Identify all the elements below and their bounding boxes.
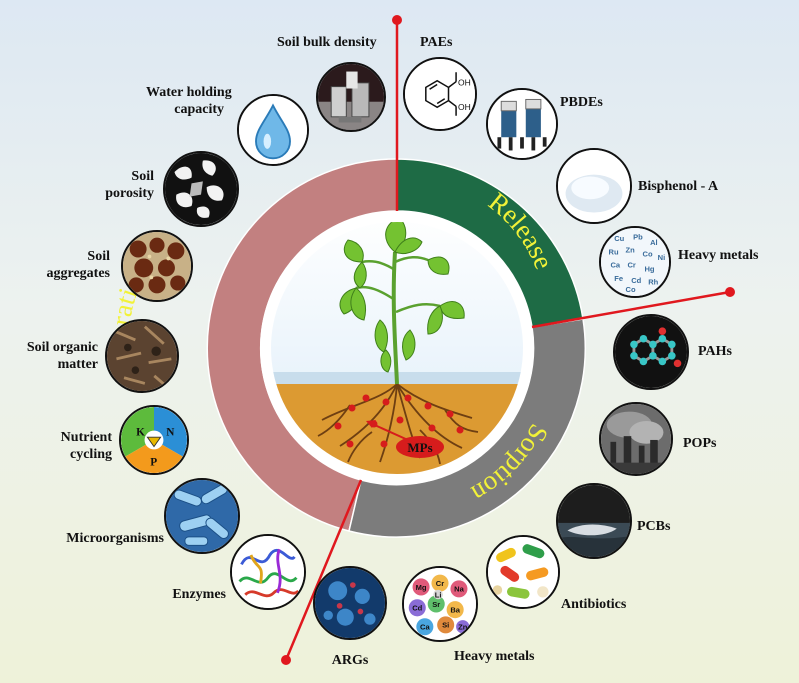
- pops-icon: [599, 402, 673, 476]
- antibiotics-label: Antibiotics: [561, 597, 627, 612]
- pcbs-label: PCBs: [637, 519, 671, 534]
- bisphenol-a-label: Bisphenol - A: [638, 179, 719, 194]
- nutrient-n-letter: N: [166, 426, 175, 438]
- soil-aggregates-label-1: Soil: [87, 249, 110, 264]
- metal-symbol-r10: Hg: [644, 264, 654, 273]
- water-holding-label-2: capacity: [174, 102, 224, 117]
- nutrient-k-letter: K: [136, 426, 145, 438]
- metal-symbol-s3: Na: [454, 585, 464, 594]
- sector-dividers: [284, 20, 731, 661]
- metal-symbol-r1: Cu: [614, 234, 624, 243]
- bisphenol-a-icon: [556, 148, 632, 224]
- mps-label: MPs: [407, 440, 432, 455]
- metal-symbol-s4: Cd: [412, 604, 422, 613]
- metal-symbol-s7: Ca: [420, 623, 430, 632]
- paes-oh-1: OH: [458, 77, 471, 87]
- water-drop-icon: [237, 94, 309, 166]
- enzymes-icon: [230, 534, 306, 610]
- soil-aggregates-icon: [121, 230, 193, 302]
- nutrient-cycling-icon: K N P: [119, 405, 189, 475]
- soil-bulk-density-icon: [316, 62, 386, 132]
- metal-symbol-r7: Ni: [658, 253, 666, 262]
- mps-badge: [396, 436, 444, 458]
- divider-endpoint-top: [392, 15, 402, 25]
- pbdes-label: PBDEs: [560, 95, 603, 110]
- heavy-metals-sorption-icon: Mg Cr Na Cd Sr Ba Ca Si Zn Li: [402, 566, 478, 642]
- metal-symbol-s2: Cr: [436, 579, 444, 588]
- metal-symbol-s10: Li: [435, 590, 442, 599]
- metal-symbol-r12: Cd: [631, 276, 641, 285]
- antibiotics-icon: [486, 535, 560, 609]
- heavy-metals-release-icon: Cu Pb Al Ru Zn Co Ni Ca Cr Hg Fe Cd Rh C…: [599, 226, 671, 298]
- soil-organic-matter-label-2: matter: [57, 357, 98, 372]
- nutrient-cycling-label-2: cycling: [70, 447, 112, 462]
- metal-symbol-r9: Cr: [627, 261, 635, 270]
- soil-organic-matter-label-1: Soil organic: [26, 340, 98, 355]
- metal-symbol-r6: Co: [643, 249, 653, 258]
- metal-symbol-s9: Zn: [458, 623, 468, 632]
- metal-symbol-s5: Sr: [432, 600, 440, 609]
- enzymes-label: Enzymes: [172, 587, 226, 602]
- pbdes-icon: [486, 88, 558, 160]
- divider-endpoint-right: [725, 287, 735, 297]
- metal-symbol-r11: Fe: [614, 274, 623, 283]
- microorganisms-label: Microorganisms: [66, 531, 164, 546]
- divider-endpoint-bottom: [281, 655, 291, 665]
- metal-symbol-r3: Al: [650, 238, 658, 247]
- nutrient-p-letter: P: [150, 456, 157, 468]
- metal-symbol-r4: Ru: [609, 247, 619, 256]
- paes-label: PAEs: [420, 35, 453, 50]
- metal-symbol-r13: Rh: [648, 278, 658, 287]
- heavy-metals-sorption-label: Heavy metals: [454, 649, 535, 664]
- plant: [339, 222, 465, 385]
- soil-aggregates-label-2: aggregates: [46, 266, 111, 281]
- soil-bulk-density-label: Soil bulk density: [277, 35, 377, 50]
- args-label: ARGs: [331, 653, 369, 668]
- metal-symbol-s8: Si: [442, 621, 449, 630]
- pops-label: POPs: [683, 436, 717, 451]
- pahs-icon: [613, 314, 689, 390]
- paes-oh-2: OH: [458, 102, 471, 112]
- metal-symbol-r2: Pb: [633, 232, 643, 241]
- pahs-label: PAHs: [698, 344, 732, 359]
- soil-porosity-icon: [163, 151, 239, 227]
- metal-symbol-s6: Ba: [450, 606, 460, 615]
- soil-porosity-label-1: Soil: [131, 169, 154, 184]
- soil-porosity-label-2: porosity: [105, 186, 154, 201]
- heavy-metals-release-label: Heavy metals: [678, 248, 759, 263]
- args-icon: [313, 566, 387, 640]
- metal-symbol-r14: Co: [626, 285, 636, 294]
- paes-icon: OH OH: [403, 57, 477, 131]
- pcbs-icon: [556, 483, 632, 559]
- metal-symbol-r8: Ca: [610, 261, 620, 270]
- water-holding-label-1: Water holding: [146, 85, 232, 100]
- metal-symbol-s1: Mg: [416, 583, 427, 592]
- microorganisms-icon: [164, 478, 240, 554]
- nutrient-cycling-label-1: Nutrient: [60, 430, 112, 445]
- metal-symbol-r5: Zn: [626, 246, 636, 255]
- soil-organic-matter-icon: [105, 319, 179, 393]
